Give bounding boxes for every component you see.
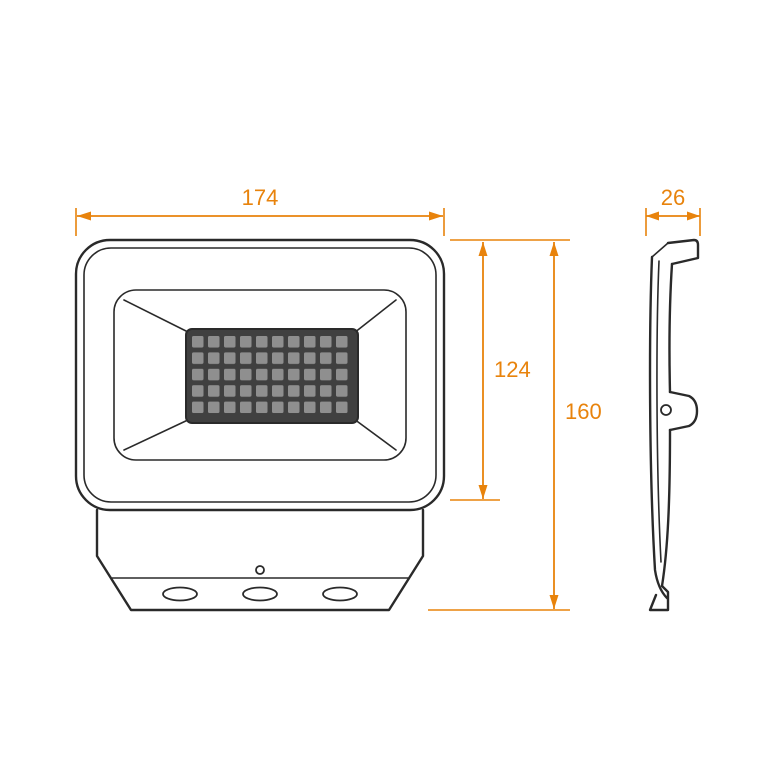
dimension-side-depth: 26 <box>645 185 701 236</box>
side-top-chamfer <box>651 242 669 258</box>
arrowhead-left <box>77 211 91 221</box>
reflector-line-top-left <box>123 299 191 334</box>
pivot-screw <box>660 404 672 416</box>
arrowhead-right <box>687 211 700 221</box>
side-view <box>648 238 700 612</box>
dimension-label-total-height: 160 <box>565 399 602 424</box>
dimension-label-side-depth: 26 <box>661 185 685 210</box>
arrowhead-bottom <box>549 595 559 609</box>
cable-gland <box>668 390 699 432</box>
led-chip-grid <box>192 336 348 414</box>
housing-outer-edge <box>74 238 446 512</box>
side-back-lower <box>660 428 672 588</box>
side-back-upper <box>668 262 674 394</box>
arrowhead-top <box>478 242 488 256</box>
reflector-line-bottom-right <box>353 418 397 451</box>
bracket-slot-right <box>322 586 358 602</box>
arrowhead-bottom <box>478 485 488 499</box>
side-front-face-inner <box>656 260 662 563</box>
mounting-bracket <box>95 508 425 612</box>
dimension-label-front-width: 174 <box>242 185 279 210</box>
dimension-label-glass-height: 124 <box>494 357 531 382</box>
bracket-slot-left <box>162 586 198 602</box>
dimension-front-width: 174 <box>75 185 445 236</box>
side-bracket-top <box>666 238 700 266</box>
housing-inner-edge <box>83 247 437 503</box>
arrowhead-top <box>549 242 559 256</box>
reflector-line-top-right <box>353 299 397 334</box>
dimension-total-height: 160 <box>428 242 602 611</box>
front-view <box>74 238 446 612</box>
arrowhead-right <box>429 211 443 221</box>
bracket-pilot-hole <box>255 565 265 575</box>
side-bracket-bottom <box>648 584 670 612</box>
dimensions: 174 26 124 <box>75 185 701 611</box>
arrowhead-left <box>646 211 659 221</box>
reflector-line-bottom-left <box>123 418 191 451</box>
dimension-glass-height: 124 <box>450 239 570 501</box>
bezel-frame <box>113 289 407 461</box>
side-front-face <box>648 255 669 600</box>
bracket-slot-center <box>242 586 278 602</box>
